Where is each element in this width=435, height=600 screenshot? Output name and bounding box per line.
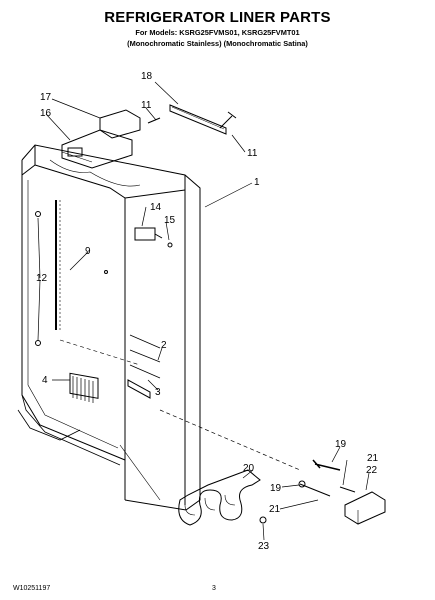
part-16-17-housing (61, 109, 161, 169)
part-14-bracket (134, 227, 173, 248)
liner-body (17, 144, 301, 511)
callout-3: 3 (155, 387, 161, 398)
page-title: REFRIGERATOR LINER PARTS (104, 9, 331, 26)
callout-19-bottom: 19 (270, 483, 282, 494)
page-number: 3 (212, 585, 216, 592)
document-number: W10251197 (13, 585, 51, 592)
callout-20: 20 (243, 463, 255, 474)
callout-11-right: 11 (247, 148, 258, 159)
callout-2: 2 (161, 340, 167, 351)
callout-14: 14 (150, 202, 162, 213)
callout-17: 17 (40, 92, 52, 103)
callout-23: 23 (258, 541, 270, 552)
part-19-21-fasteners (298, 459, 356, 497)
callout-19-top: 19 (335, 439, 347, 450)
callout-22: 22 (366, 465, 378, 476)
finish-line: (Monochromatic Stainless) (Monochromatic… (127, 39, 308, 48)
callout-11-top: 11 (141, 100, 152, 111)
callout-16: 16 (40, 108, 52, 119)
callout-21-bottom: 21 (269, 504, 281, 515)
part-18-trim-strip (169, 104, 237, 135)
part-20-heater-coil (178, 469, 267, 526)
callout-9: 9 (85, 246, 91, 257)
callout-4: 4 (42, 375, 48, 386)
callout-15: 15 (164, 215, 176, 226)
part-22-cap (344, 491, 386, 525)
callout-12: 12 (36, 273, 48, 284)
callout-18: 18 (141, 71, 153, 82)
models-line: For Models: KSRG25FVMS01, KSRG25FVMT01 (135, 28, 300, 37)
callout-1: 1 (254, 177, 260, 188)
callout-21-top: 21 (367, 453, 379, 464)
